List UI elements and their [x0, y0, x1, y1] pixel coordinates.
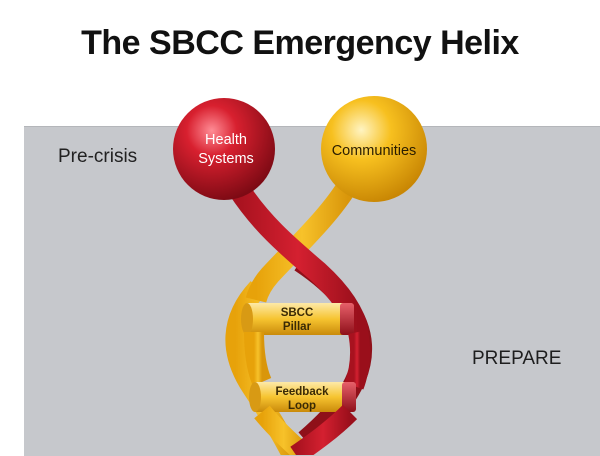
phase-label-pre-crisis: Pre-crisis: [58, 146, 138, 167]
node-health-systems: Health Systems: [173, 98, 275, 200]
rung-label-loop: Loop: [288, 400, 316, 412]
node-label-systems: Systems: [198, 151, 254, 167]
red-strand-lower: [290, 404, 358, 455]
rung-label-sbcc: SBCC: [281, 307, 314, 319]
rung-feedback-loop: Feedback Loop: [249, 382, 356, 412]
rung-label-feedback: Feedback: [275, 386, 329, 398]
rung-label-pillar: Pillar: [283, 321, 312, 333]
yellow-strand-upper: [245, 179, 358, 303]
yellow-strand-middle: [244, 331, 272, 386]
rung-sbcc-pillar: SBCC Pillar: [241, 303, 354, 335]
phase-label-prepare: PREPARE: [472, 348, 562, 369]
node-communities: Communities: [321, 96, 427, 202]
node-label-communities: Communities: [332, 143, 417, 159]
page-title: The SBCC Emergency Helix: [81, 24, 519, 62]
red-strand-middle: [344, 330, 371, 390]
node-label-health: Health: [205, 132, 247, 148]
